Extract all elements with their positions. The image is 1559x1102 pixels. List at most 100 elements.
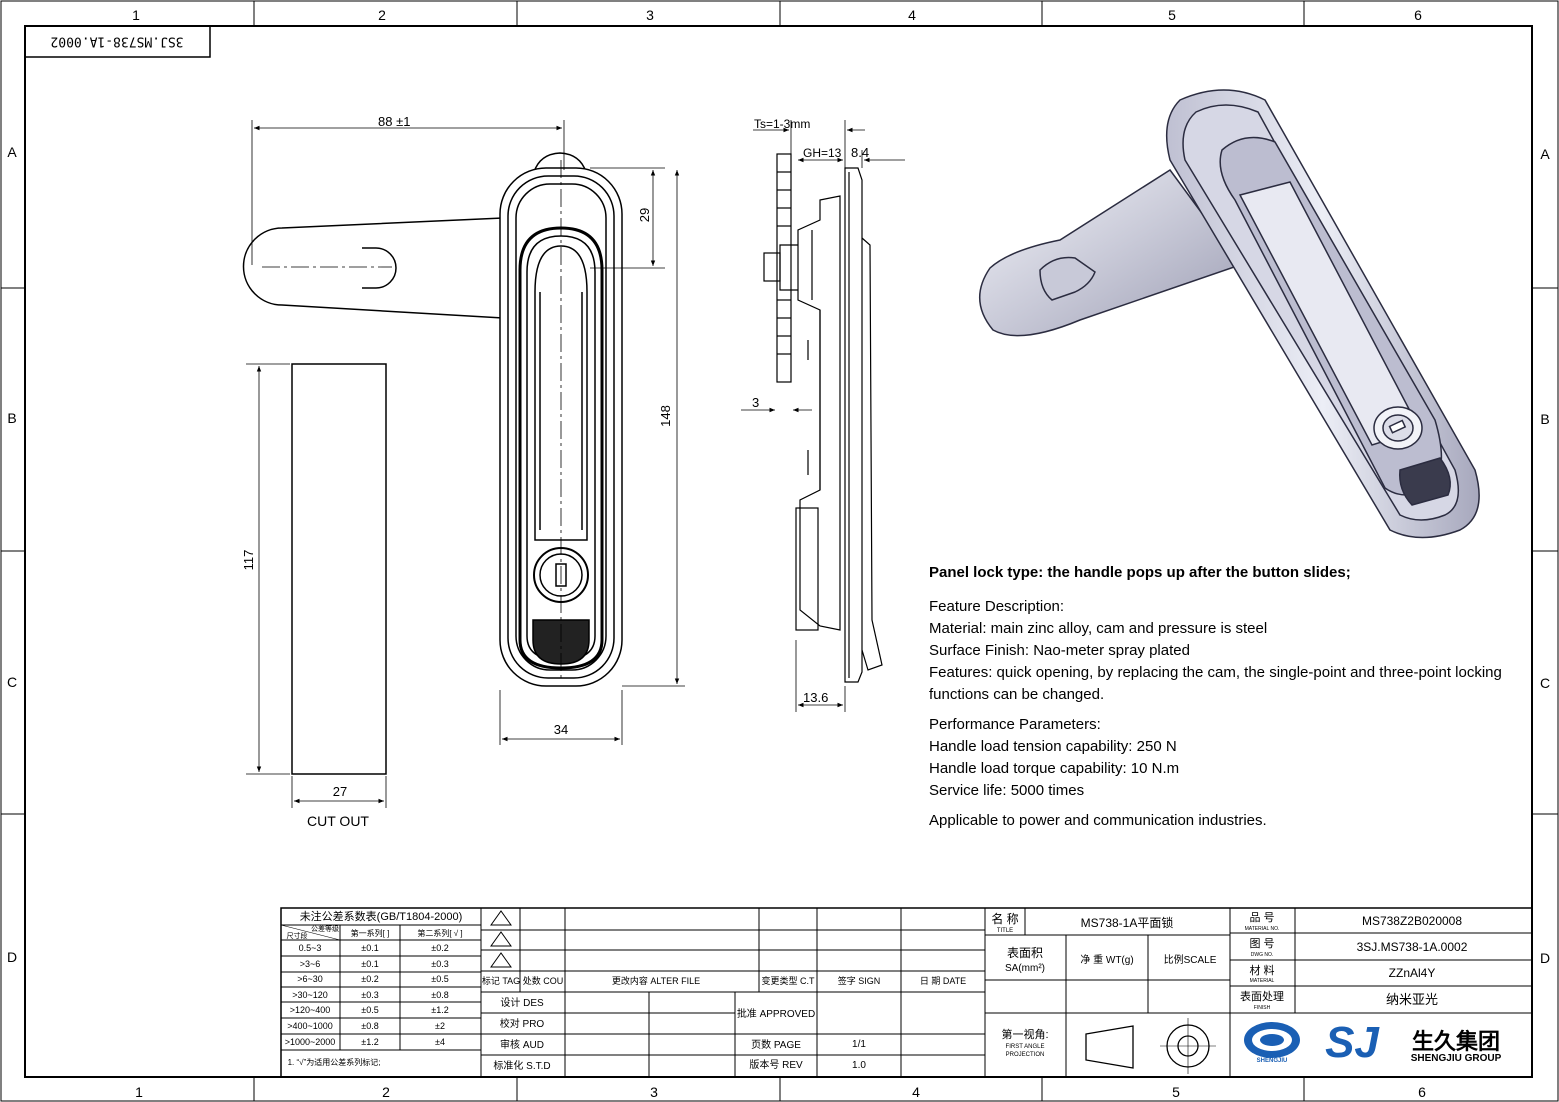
rev-page-value: 1/1 (852, 1039, 866, 1050)
rev-header-alter: 更改内容 ALTER FILE (612, 975, 700, 986)
dwg-value: 3SJ.MS738-1A.0002 (1357, 940, 1468, 954)
tol-r3-b: ±0.8 (431, 990, 448, 1000)
surface-finish-note: Surface Finish: Nao-meter spray plated (929, 642, 1190, 659)
title-block (280, 907, 1533, 1078)
tol-r2-a: ±0.2 (361, 974, 378, 984)
logo-small-text: SHENGJIU (1257, 1058, 1288, 1064)
row-label-d-right: D (1540, 950, 1550, 966)
rev-proof: 校对 PRO (500, 1017, 545, 1030)
row-label-b-right: B (1540, 411, 1549, 427)
torque-note: Handle load torque capability: 10 N.m (929, 760, 1180, 777)
col-label-2: 2 (378, 7, 386, 23)
title-value: MS738-1A平面锁 (1081, 915, 1174, 930)
tol-r4-a: ±0.5 (361, 1005, 378, 1015)
col-label-1-bottom: 1 (135, 1084, 143, 1100)
panel-teeth (777, 171, 791, 355)
product-notes: Panel lock type: the handle pops up afte… (929, 562, 1529, 832)
tol-r3-size: >30~120 (292, 990, 328, 1000)
frame-labels: 1 2 3 4 5 6 1 2 3 4 5 6 A B C D A B C D (7, 7, 1550, 1100)
tol-r5-b: ±2 (435, 1021, 445, 1031)
scale-label: 比例SCALE (1164, 953, 1217, 966)
dim-gh: GH=13 (803, 146, 842, 160)
row-label-a: A (7, 144, 17, 160)
stamp-text: 3SJ.MS738-1A.0002 (50, 34, 183, 49)
isometric-render (978, 89, 1480, 539)
title-label-en: TITLE (997, 928, 1013, 934)
dim-8-4: 8.4 (851, 145, 869, 160)
tolerance-col1: 第一系列[ ] (351, 928, 390, 938)
notes-heading: Panel lock type: the handle pops up afte… (929, 564, 1351, 581)
col-label-4: 4 (908, 7, 916, 23)
feature-description-label: Feature Description: (929, 598, 1065, 615)
tol-r0-a: ±0.1 (361, 943, 378, 953)
rev-header-date: 日 期 DATE (920, 976, 966, 986)
rev-rev-value: 1.0 (852, 1060, 866, 1071)
row-label-b: B (7, 410, 16, 426)
material-value: ZZnAl4Y (1389, 966, 1436, 980)
logo-cn: 生久集团 (1412, 1029, 1500, 1054)
rev-header-tag: 标记 TAG (482, 975, 520, 986)
row-label-a-right: A (1540, 146, 1550, 162)
dim-88: 88 ±1 (378, 114, 410, 129)
dwg-label: 图 号 (1249, 937, 1274, 950)
tol-r0-b: ±0.2 (431, 943, 448, 953)
tolerance-corner-bottom: 尺寸段 (287, 931, 308, 940)
performance-label: Performance Parameters: (929, 716, 1101, 733)
dim-ts: Ts=1-3mm (754, 117, 810, 131)
dim-29: 29 (637, 208, 652, 222)
projection-label: 第一视角: (1001, 1027, 1048, 1041)
rev-std: 标准化 S.T.D (493, 1059, 550, 1072)
rev-header-sign: 签字 SIGN (838, 975, 881, 986)
material-label: 材 料 (1249, 963, 1274, 977)
tol-r0-size: 0.5~3 (299, 943, 322, 953)
area-label: 表面积 (1007, 946, 1043, 960)
side-dimensions (741, 120, 905, 712)
applicable-note: Applicable to power and communication in… (929, 812, 1267, 829)
logo-sj: SJ (1325, 1018, 1380, 1067)
dim-148: 148 (658, 405, 673, 427)
side-dim-labels: Ts=1-3mm GH=13 8.4 3 13.6 (752, 117, 869, 705)
rev-header-cou: 处数 COU (523, 975, 564, 986)
front-dim-labels: 88 ±1 29 148 34 (378, 114, 673, 737)
dim-27: 27 (333, 784, 347, 799)
material-no-en: MATERIAL NO. (1245, 926, 1280, 932)
side-view (763, 153, 883, 683)
rev-rev-label: 版本号 REV (749, 1058, 803, 1071)
cutout-labels: 117 27 CUT OUT (241, 550, 369, 829)
tension-note: Handle load tension capability: 250 N (929, 738, 1177, 755)
rev-audit: 审核 AUD (500, 1038, 544, 1051)
cutout-view (246, 363, 387, 808)
material-no-value: MS738Z2B020008 (1362, 914, 1462, 928)
material-en: MATERIAL (1250, 978, 1275, 984)
rev-approved: 批准 APPROVED (737, 1007, 815, 1020)
col-label-6-bottom: 6 (1418, 1084, 1426, 1100)
tolerance-corner-top: 公差等级 (311, 924, 339, 933)
col-label-5-bottom: 5 (1172, 1084, 1180, 1100)
title-text: 名 称 TITLE MS738-1A平面锁 表面积 SA(mm²) 净 重 WT… (991, 911, 1467, 1058)
tolerance-table: 未注公差系数表(GB/T1804-2000) 公差等级 尺寸段 第一系列[ ] … (285, 909, 463, 1067)
tol-r4-size: >120~400 (290, 1005, 331, 1015)
col-label-4-bottom: 4 (912, 1084, 920, 1100)
cutout-label: CUT OUT (307, 813, 369, 829)
title-label: 名 称 (991, 911, 1018, 926)
col-label-2-bottom: 2 (382, 1084, 390, 1100)
finish-label: 表面处理 (1240, 989, 1284, 1003)
revision-triangles (490, 910, 512, 968)
finish-en: FINISH (1254, 1005, 1271, 1011)
service-life-note: Service life: 5000 times (929, 782, 1085, 799)
tol-r4-b: ±1.2 (431, 1005, 448, 1015)
tol-r6-b: ±4 (435, 1037, 445, 1047)
row-label-c: C (7, 674, 17, 690)
material-no-label: 品 号 (1249, 911, 1274, 924)
col-label-5: 5 (1168, 7, 1176, 23)
shengjiu-logo: SHENGJIU SJ 生久集团 SHENGJIU GROUP (1244, 1018, 1502, 1067)
tolerance-col2: 第二系列[ √ ] (417, 928, 462, 938)
tol-r1-a: ±0.1 (361, 959, 378, 969)
col-label-1: 1 (132, 7, 140, 23)
tolerance-title: 未注公差系数表(GB/T1804-2000) (300, 909, 463, 923)
row-label-c-right: C (1540, 675, 1550, 691)
col-label-3: 3 (646, 7, 654, 23)
area-unit: SA(mm²) (1005, 963, 1045, 974)
